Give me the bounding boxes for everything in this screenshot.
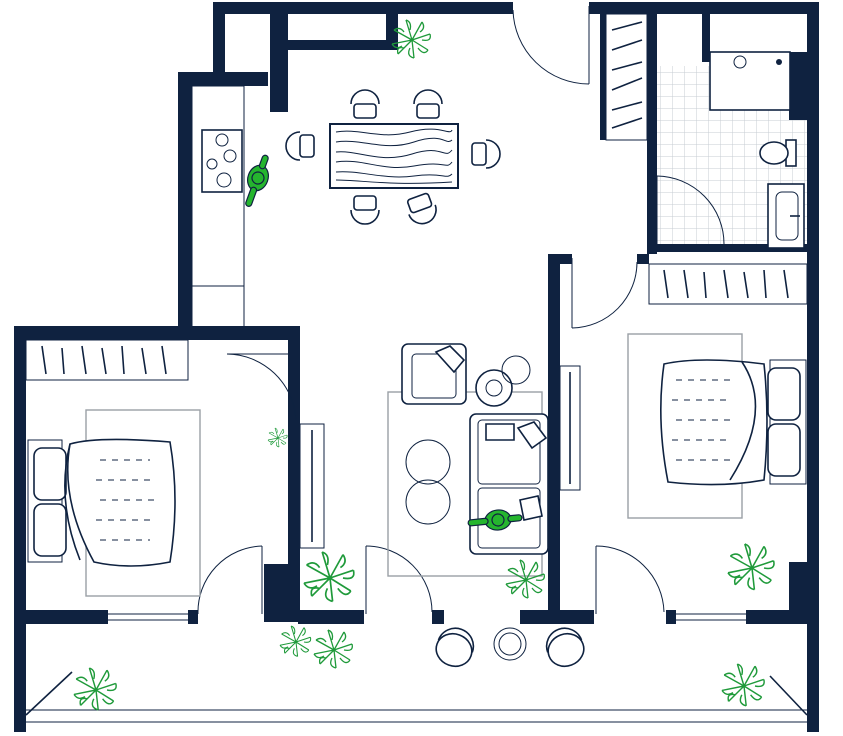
door-swing-icon[interactable] — [197, 545, 263, 615]
plant-icon — [313, 629, 353, 669]
dining-chair[interactable] — [413, 89, 443, 119]
dining-chair[interactable] — [285, 131, 315, 161]
wardrobe — [25, 339, 189, 381]
plant-icon — [727, 543, 775, 591]
double-bed[interactable] — [27, 438, 176, 567]
double-bed[interactable] — [660, 359, 807, 486]
round-side-table[interactable] — [475, 355, 531, 407]
lounge-chair[interactable] — [432, 623, 479, 671]
dining-table[interactable] — [329, 123, 459, 189]
dining-chair[interactable] — [471, 139, 501, 169]
windows — [25, 613, 808, 723]
door-swing-icon[interactable] — [512, 6, 590, 85]
door-swing-icon[interactable] — [656, 175, 725, 245]
door-swing-icon[interactable] — [595, 545, 665, 614]
dining-chair[interactable] — [350, 89, 380, 119]
dining-chair[interactable] — [350, 195, 380, 225]
armchair[interactable] — [401, 343, 467, 405]
kitchen-counter — [191, 85, 245, 331]
plant-icon — [505, 559, 545, 599]
door-swing-icon[interactable] — [571, 258, 638, 329]
balcony-table[interactable] — [493, 627, 527, 661]
walls — [14, 2, 819, 732]
toilet[interactable] — [759, 139, 797, 167]
lounge-chair[interactable] — [542, 623, 589, 671]
plant-icon — [267, 427, 288, 448]
plant-icon — [721, 663, 765, 707]
sofa[interactable] — [469, 413, 549, 555]
plant-icon — [303, 551, 355, 603]
doors[interactable] — [197, 6, 725, 615]
door-swing-icon[interactable] — [226, 353, 297, 421]
wardrobe — [648, 263, 808, 305]
wardrobe — [605, 13, 648, 141]
coffee-table[interactable] — [405, 439, 451, 525]
bathtub[interactable] — [709, 51, 791, 111]
dining-chair[interactable] — [403, 190, 441, 229]
washbasin[interactable] — [767, 183, 805, 249]
wardrobe — [299, 423, 325, 549]
stove[interactable] — [201, 129, 243, 193]
plant-icon — [279, 625, 312, 657]
plant-icon — [73, 667, 117, 711]
wardrobe — [559, 365, 581, 491]
door-swing-icon[interactable] — [365, 545, 433, 614]
